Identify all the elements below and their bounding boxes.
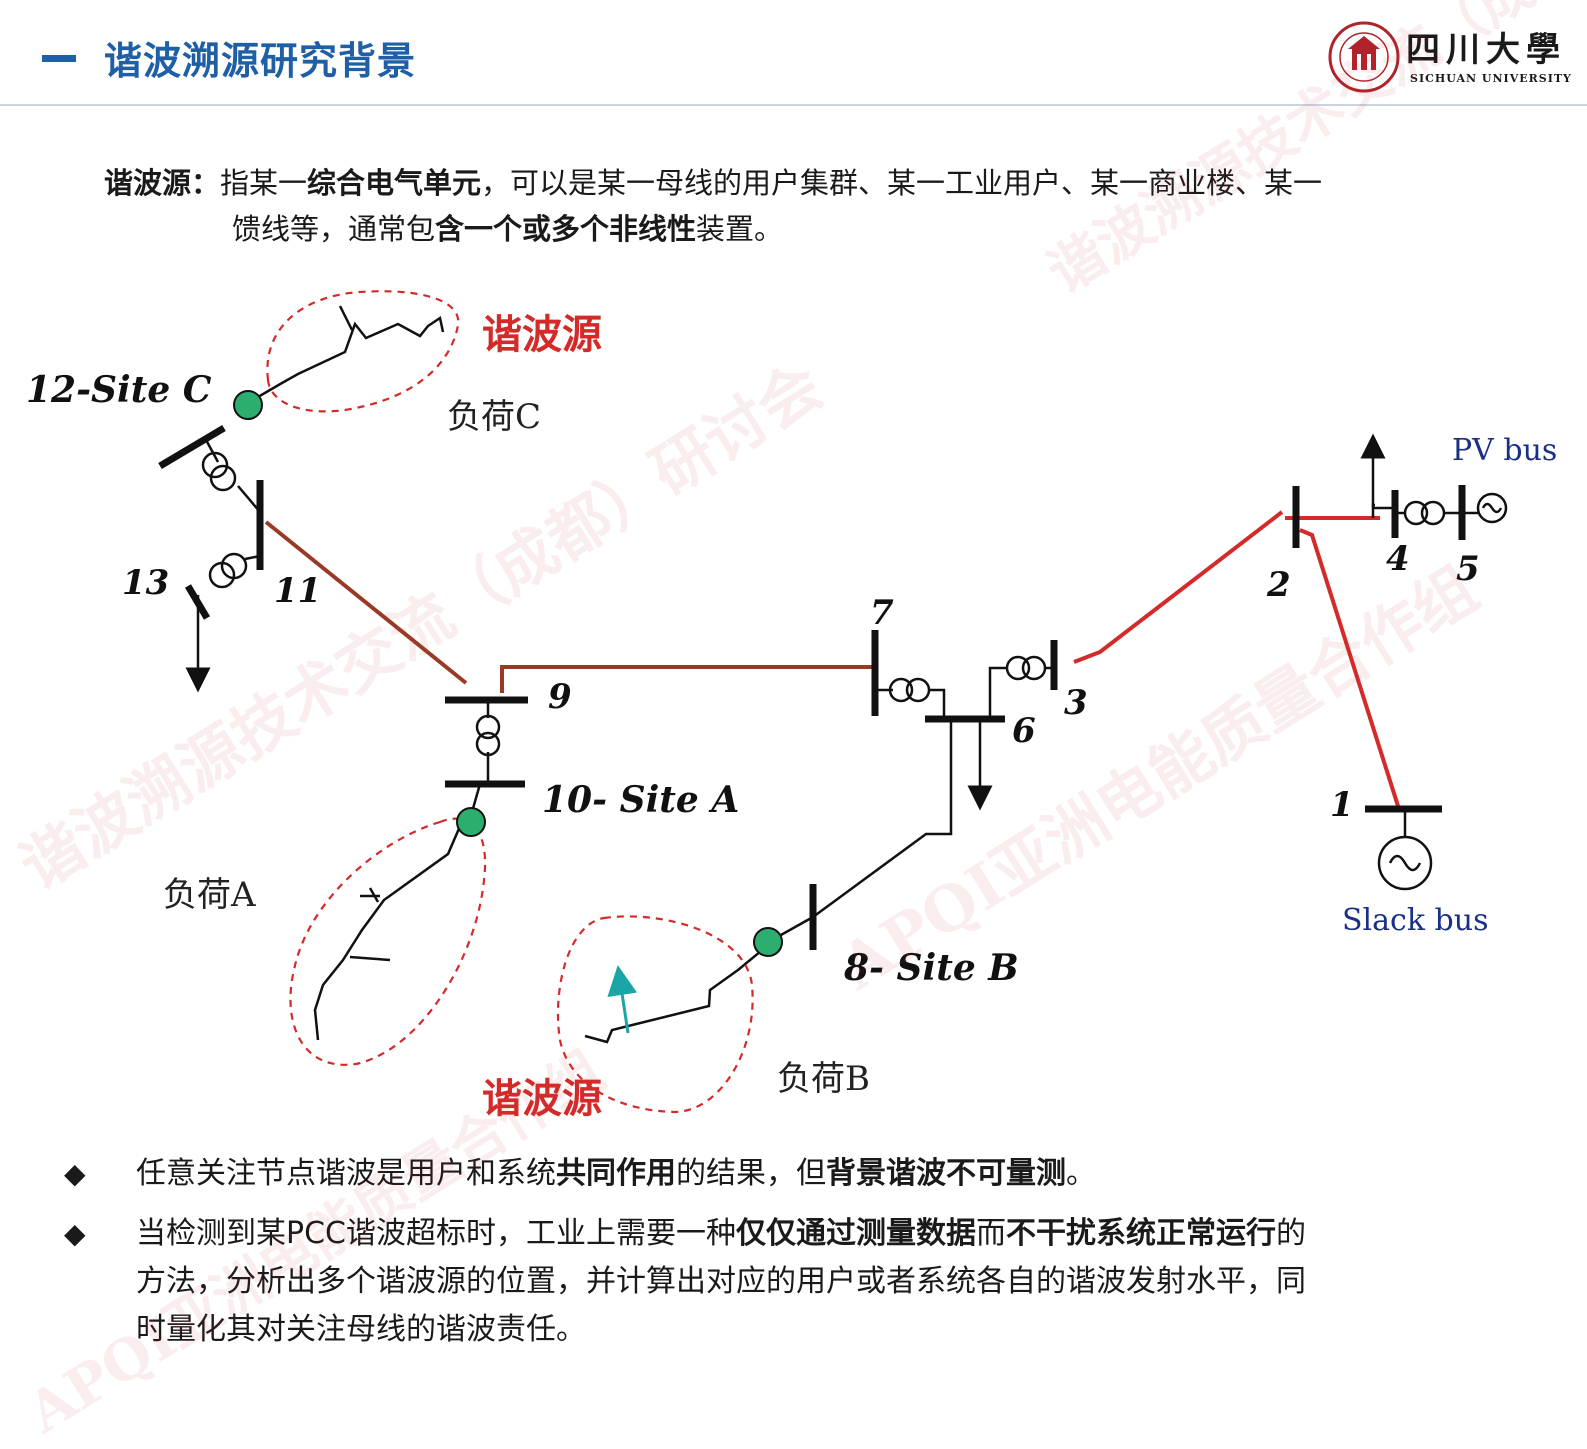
teal-arrow: [607, 965, 638, 1034]
red-transmission-lines: [1073, 510, 1400, 807]
pv-bus-label: PV bus: [1452, 433, 1557, 468]
bus-number-3: 3: [1064, 683, 1088, 723]
slack-bus-label: Slack bus: [1342, 903, 1488, 938]
bullet-item-2: ◆ 当检测到某PCC谐波超标时，工业上需要一种仅仅通过测量数据而不干扰系统正常运…: [60, 1210, 1540, 1354]
bullet-list: ◆ 任意关注节点谐波是用户和系统共同作用的结果，但背景谐波不可量测。 ◆ 当检测…: [60, 1150, 1540, 1366]
logo-english-name: SICHUAN UNIVERSITY: [1410, 72, 1572, 85]
bus-number-6: 6: [1012, 711, 1036, 751]
bus-number-4: 4: [1386, 539, 1410, 579]
feeder-branches: [245, 305, 773, 1044]
load-b-label: 负荷B: [777, 1059, 870, 1099]
bus-number-labels: 1 2 3 4 5 6 7 9 11 13: [122, 539, 1480, 825]
bus-number-11: 11: [274, 571, 321, 611]
load-c-label: 负荷C: [447, 397, 541, 437]
harmonic-source-label-top: 谐波源: [482, 312, 602, 358]
slide-title: 谐波溯源研究背景: [104, 39, 417, 83]
thin-connections: [185, 433, 1478, 942]
load-a-label: 负荷A: [163, 875, 256, 915]
generator-symbols: [1377, 492, 1508, 891]
title-dash: [42, 55, 76, 62]
site-a-label: 10- Site A: [542, 779, 739, 821]
transformer-symbols: [201, 451, 1446, 757]
pcc-nodes: [233, 390, 783, 957]
sichuan-university-logo: [1328, 21, 1400, 93]
intro-paragraph: 谐波源：指某一综合电气单元，可以是某一母线的用户集群、某一工业用户、某一商业楼、…: [104, 166, 1323, 246]
diamond-bullet-icon: ◆: [64, 1217, 86, 1250]
brown-transmission-lines: [264, 520, 875, 693]
site-b-label: 8- Site B: [843, 947, 1019, 989]
harmonic-source-label-bottom: 谐波源: [482, 1076, 602, 1122]
bus-number-2: 2: [1266, 565, 1291, 605]
bus-number-9: 9: [548, 677, 572, 717]
site-c-label: 12-Site C: [26, 369, 212, 411]
bullet-item-1: ◆ 任意关注节点谐波是用户和系统共同作用的结果，但背景谐波不可量测。: [60, 1150, 1540, 1198]
harmonic-source-enclosures: [266, 290, 754, 1114]
intro-label: 谐波源：: [104, 166, 221, 200]
bus-number-1: 1: [1330, 785, 1354, 825]
bus-number-7: 7: [870, 593, 894, 633]
bus-bars: [158, 424, 1466, 950]
diamond-bullet-icon: ◆: [64, 1157, 86, 1190]
slide-header: 谐波溯源研究背景: [0, 0, 1587, 106]
logo-chinese-name: 四川大學: [1406, 30, 1566, 70]
bus-number-13: 13: [122, 563, 169, 603]
power-network-diagram: 谐波源 谐波源 负荷C 负荷A 负荷B 12-Site C 10- Site A…: [26, 290, 1557, 1122]
bus-number-5: 5: [1456, 549, 1480, 589]
